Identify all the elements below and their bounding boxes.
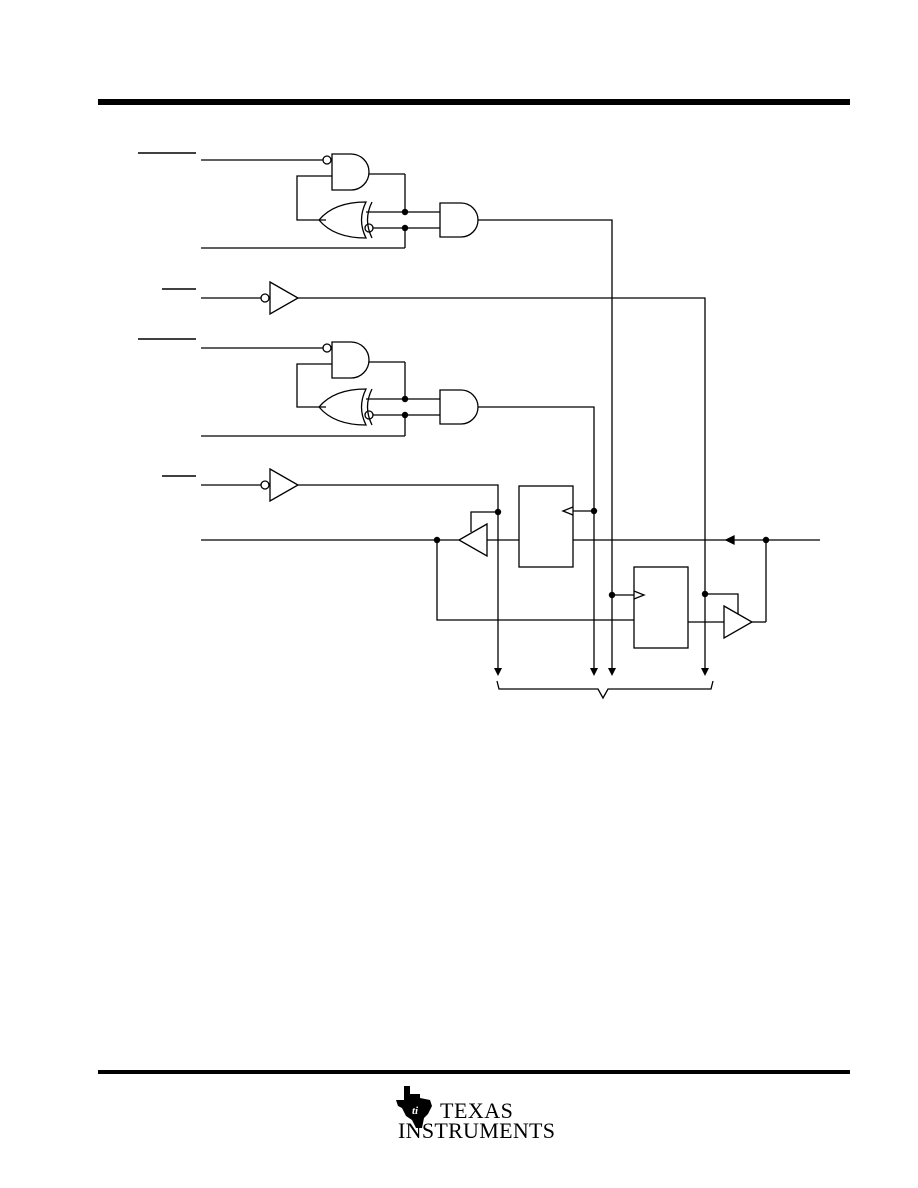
buffer-3 — [457, 522, 488, 558]
inversion-bubble — [260, 480, 270, 490]
wire-and4-out — [478, 406, 595, 672]
wire-buf2-out — [298, 484, 499, 672]
texas-instruments-logo: ti TEXAS INSTRUMENTS — [396, 1086, 555, 1143]
and-gate-3 — [331, 341, 370, 379]
buffer-1 — [269, 280, 300, 316]
svg-text:ti: ti — [412, 1105, 419, 1117]
junction-dots — [401, 208, 770, 599]
or-gate-1 — [318, 201, 368, 239]
inversion-bubble — [260, 293, 270, 303]
wire-and2-out — [478, 219, 613, 672]
ti-state-emblem-icon — [396, 1086, 432, 1128]
wire-buf1-out — [298, 297, 706, 672]
or-gate-2 — [318, 388, 368, 426]
wire-feedback-1 — [296, 175, 332, 221]
output-brace — [496, 680, 714, 700]
logo-line1: TEXAS — [440, 1098, 513, 1123]
header-rule — [98, 99, 850, 105]
clock-input-2 — [633, 590, 646, 600]
and-gate-2 — [439, 202, 479, 238]
and-gate-4 — [439, 389, 479, 425]
wire-return — [436, 540, 634, 621]
output-arrows — [494, 668, 709, 676]
buffer-2 — [269, 467, 300, 503]
and-gate-1 — [331, 153, 370, 191]
register-1 — [518, 485, 574, 568]
register-2 — [633, 566, 689, 649]
wire-feedback-2 — [296, 363, 332, 408]
inversion-bubble — [322, 155, 332, 165]
inversion-bubble — [322, 343, 332, 353]
logo-line2: INSTRUMENTS — [398, 1118, 555, 1143]
footer-rule — [98, 1070, 850, 1074]
clock-input-1 — [561, 506, 574, 516]
direction-arrow — [724, 534, 735, 546]
